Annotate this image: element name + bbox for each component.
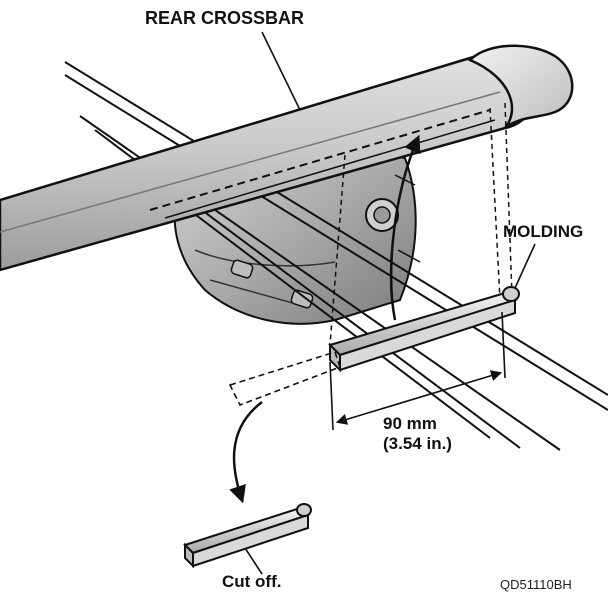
- dimension-mm-text: 90 mm: [383, 414, 437, 433]
- cutoff-leader-line: [244, 547, 263, 575]
- insert-arrow: [389, 134, 421, 321]
- cut-portion-outline: [228, 351, 342, 407]
- projection-lines: [329, 102, 513, 346]
- cut-off-piece: [183, 503, 312, 569]
- crossbar-leader-line: [261, 31, 301, 111]
- molding-label: MOLDING: [503, 222, 584, 241]
- cut-off-arrow: [229, 401, 263, 504]
- rear-crossbar-label: REAR CROSSBAR: [145, 8, 305, 28]
- figure-code: QD51110BH: [500, 577, 572, 592]
- dimension-marker: [329, 311, 506, 431]
- dimension-label: 90 mm (3.54 in.): [383, 414, 452, 453]
- cut-off-label: Cut off.: [222, 572, 282, 591]
- molding-piece: [328, 286, 520, 373]
- molding-leader-line: [514, 243, 536, 289]
- dimension-in-text: (3.54 in.): [383, 433, 452, 453]
- rear-crossbar: [0, 44, 574, 272]
